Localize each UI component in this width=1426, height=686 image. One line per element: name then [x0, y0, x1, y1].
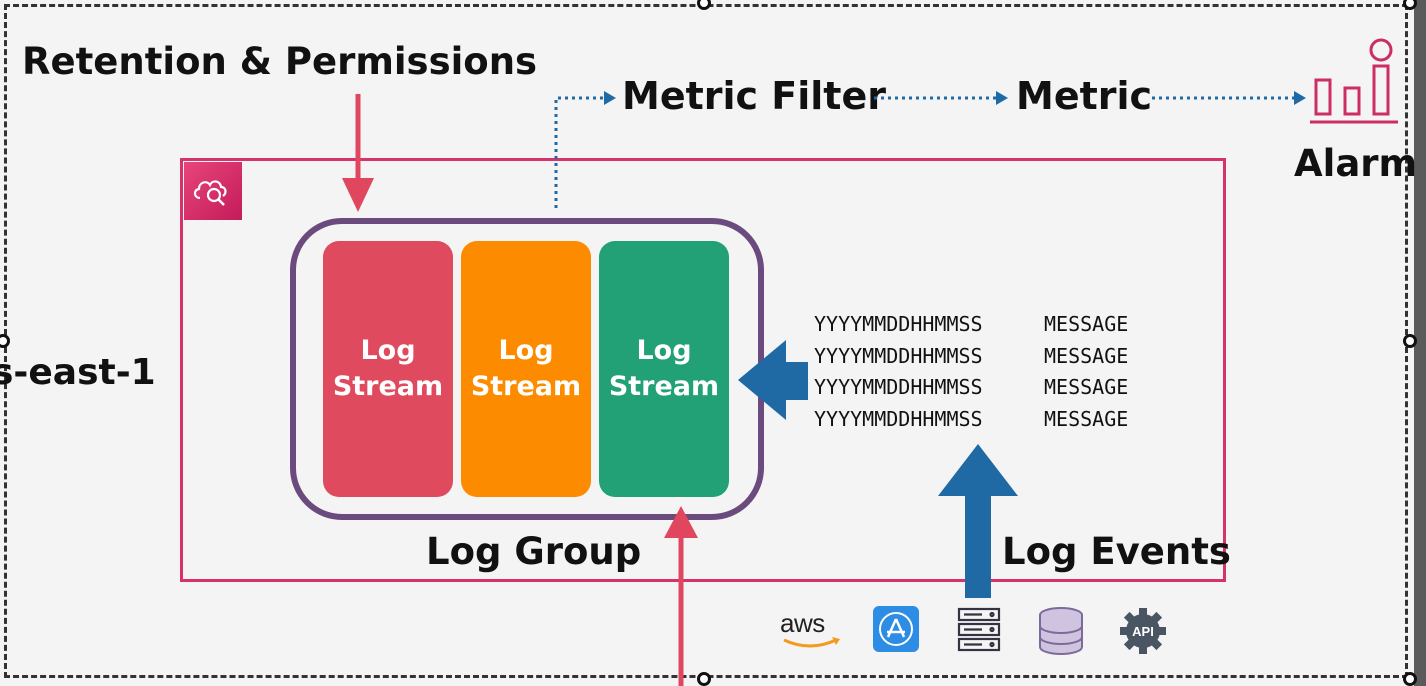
region-box [180, 158, 1226, 582]
metric-label: Metric [1016, 74, 1153, 118]
event-message: MESSAGE [1044, 343, 1129, 368]
event-timestamp: YYYYMMDDHHMMSS [814, 343, 983, 368]
ingest-arrow [664, 506, 698, 686]
event-message: MESSAGE [1044, 375, 1129, 399]
events-to-stream-arrow [738, 340, 808, 420]
log-stream-2-label: Log Stream [470, 335, 582, 402]
selection-handle-left[interactable] [0, 334, 10, 348]
retention-arrow [342, 94, 374, 212]
aws-smile-icon [783, 637, 840, 648]
metric-to-alarm-connector [1152, 91, 1306, 105]
selection-handle-right[interactable] [1403, 334, 1417, 348]
log-event-row: YYYYMMDDHHMMSS MESSAGE [814, 407, 1128, 439]
log-stream-3-label: Log Stream [608, 335, 720, 402]
region-label: s-east-1 [0, 352, 156, 393]
api-gear-icon: API [1118, 606, 1168, 660]
metric-filter-connector [554, 91, 616, 208]
api-icon-text: API [1132, 624, 1154, 639]
log-event-row: YYYYMMDDHHMMSS MESSAGE [814, 312, 1128, 344]
aws-logo-text: aws [780, 608, 825, 638]
alarm-label: Alarm [1294, 142, 1418, 185]
retention-permissions-label: Retention & Permissions [22, 40, 538, 83]
log-group-label: Log Group [426, 530, 642, 573]
app-store-icon [873, 606, 919, 652]
log-stream-3[interactable]: Log Stream [599, 241, 729, 497]
canvas-edge [1414, 0, 1426, 686]
log-stream-1[interactable]: Log Stream [323, 241, 453, 497]
selection-handle-bottom[interactable] [697, 672, 711, 686]
log-events-label: Log Events [1002, 530, 1231, 573]
alarm-icon [1310, 38, 1398, 124]
event-timestamp: YYYYMMDDHHMMSS [814, 375, 983, 399]
log-stream-1-label: Log Stream [332, 335, 444, 402]
selection-handle-bottom-right[interactable] [1403, 672, 1417, 686]
log-event-row: YYYYMMDDHHMMSS MESSAGE [814, 344, 1128, 376]
cloudwatch-icon [184, 162, 242, 220]
event-timestamp: YYYYMMDDHHMMSS [814, 406, 983, 431]
log-events-list: YYYYMMDDHHMMSS MESSAGE YYYYMMDDHHMMSS MESS… [814, 312, 1128, 438]
database-icon [1036, 606, 1086, 660]
log-stream-2[interactable]: Log Stream [461, 241, 591, 497]
selection-handle-top[interactable] [697, 0, 711, 10]
selection-handle-top-right[interactable] [1403, 0, 1417, 10]
log-event-row: YYYYMMDDHHMMSS MESSAGE [814, 375, 1128, 407]
event-message: MESSAGE [1044, 406, 1129, 431]
metric-filter-label: Metric Filter [622, 74, 886, 118]
aws-logo: aws [780, 610, 844, 656]
event-timestamp: YYYYMMDDHHMMSS [814, 312, 983, 336]
event-message: MESSAGE [1044, 312, 1129, 336]
server-icon [956, 606, 1002, 658]
sources-to-events-arrow [938, 444, 1018, 598]
filter-to-metric-connector [874, 91, 1008, 105]
